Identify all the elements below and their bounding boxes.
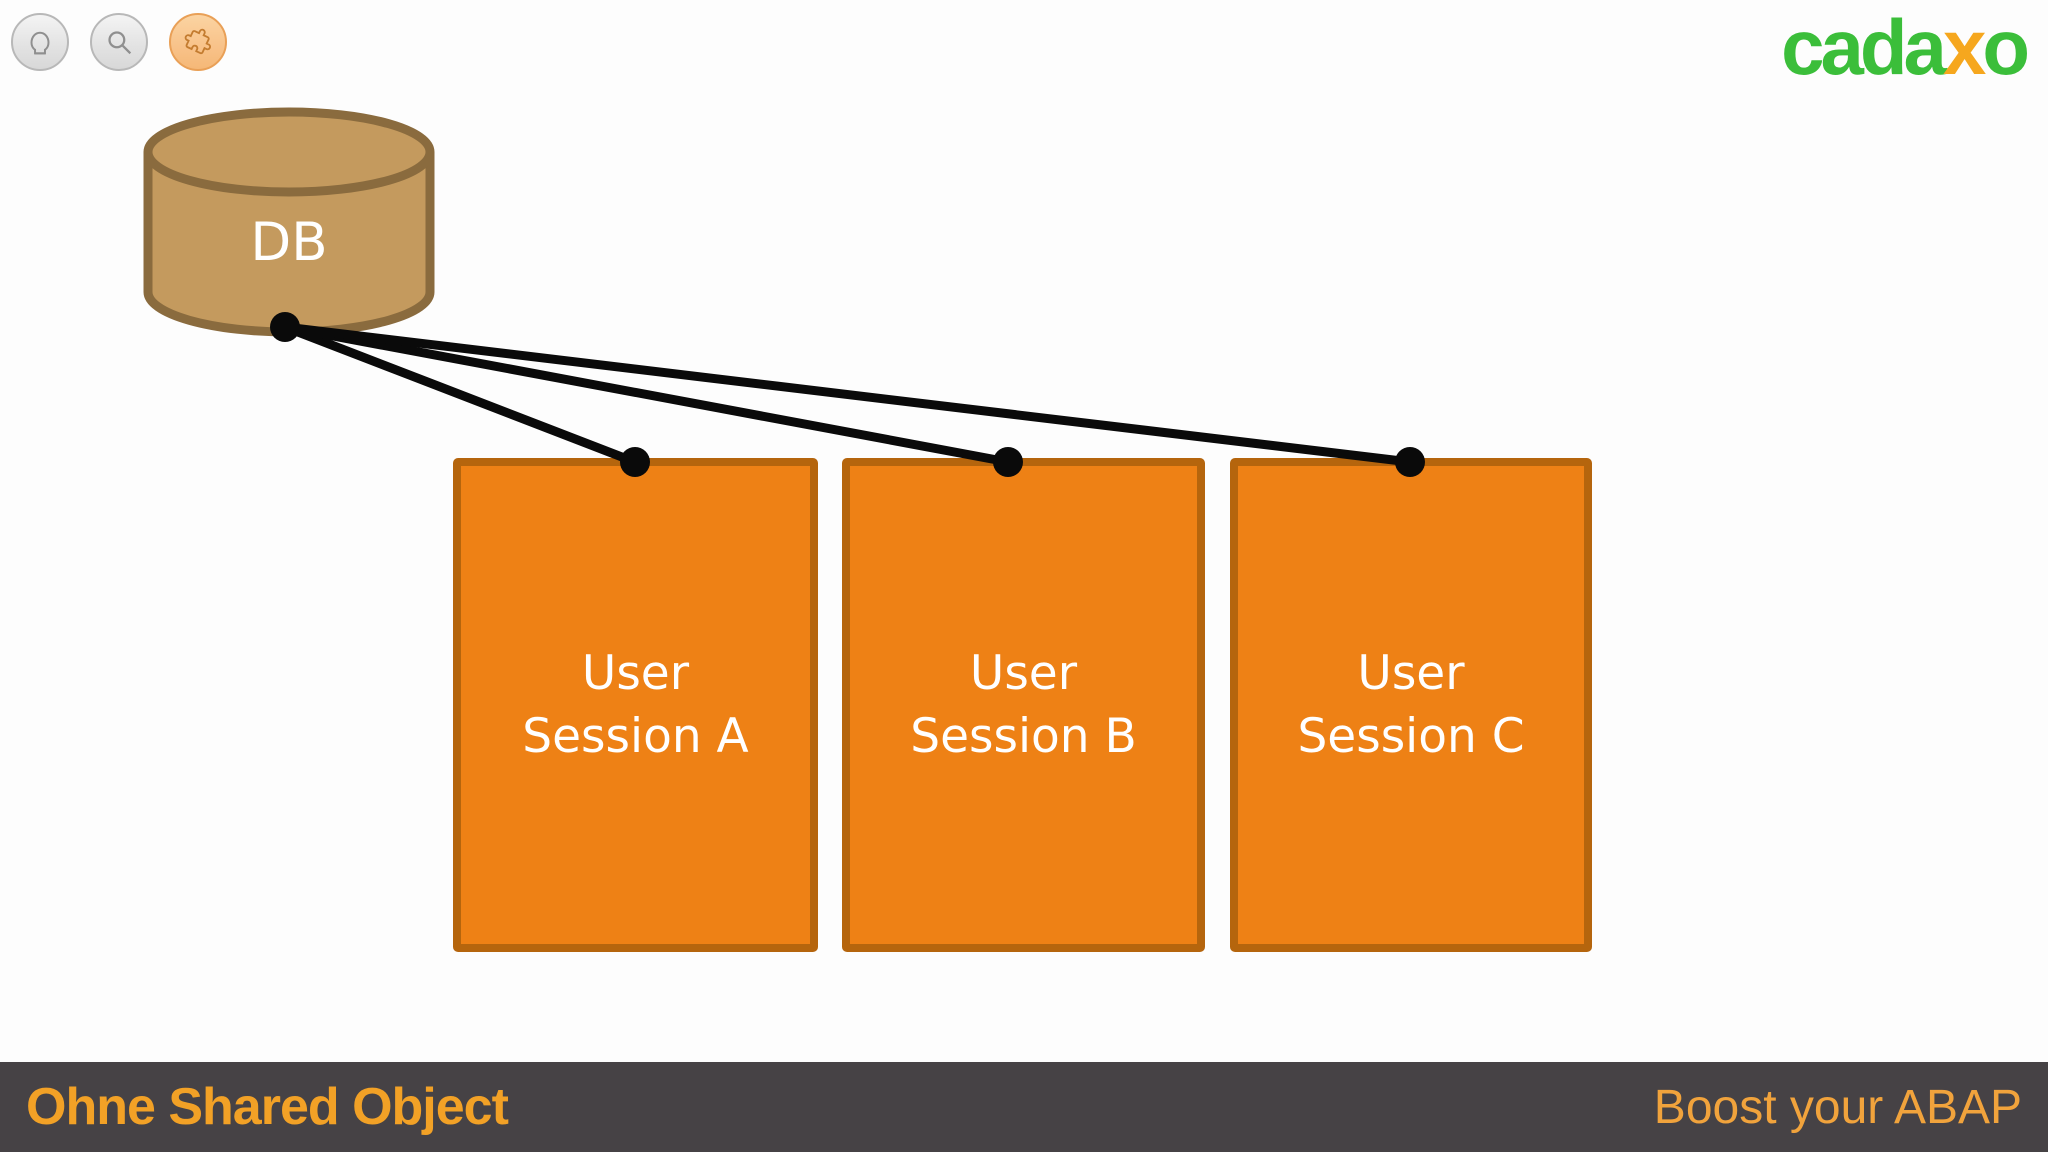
session-b-label-line2: Session B <box>910 709 1137 764</box>
user-session-c-box: User Session C <box>1230 458 1592 952</box>
session-a-label-line1: User <box>581 646 690 701</box>
connector-db-session-a <box>280 322 640 467</box>
logo-text-green-1: cada <box>1781 3 1947 91</box>
person-icon <box>23 25 57 59</box>
profile-button[interactable] <box>11 13 69 71</box>
slide-title: Ohne Shared Object <box>26 1078 509 1136</box>
annotate-button[interactable] <box>169 13 227 71</box>
search-icon <box>102 25 136 59</box>
connector-db-session-b <box>280 322 1013 467</box>
puzzle-icon <box>181 25 215 59</box>
user-session-a-box: User Session A <box>453 458 818 952</box>
session-c-label-line1: User <box>1357 646 1465 701</box>
footer-bar: Ohne Shared Object Boost your ABAP <box>0 1062 2048 1152</box>
user-session-b-box: User Session B <box>842 458 1205 952</box>
cadaxo-logo: cadaxo <box>1781 8 2030 86</box>
endpoint-db <box>270 312 300 342</box>
session-b-label-line1: User <box>969 646 1078 701</box>
session-a-label-line2: Session A <box>522 709 749 764</box>
logo-text-orange-x: x <box>1942 3 1986 91</box>
session-c-label-line2: Session C <box>1297 709 1525 764</box>
connector-db-session-c <box>280 322 1415 467</box>
db-label: DB <box>250 212 328 273</box>
overlay-toolbar <box>11 13 227 71</box>
footer-tagline: Boost your ABAP <box>1653 1080 2022 1134</box>
connection-endpoints <box>270 312 1425 477</box>
connection-lines <box>280 322 1415 467</box>
search-button[interactable] <box>90 13 148 71</box>
logo-text-green-2: o <box>1982 3 2030 91</box>
